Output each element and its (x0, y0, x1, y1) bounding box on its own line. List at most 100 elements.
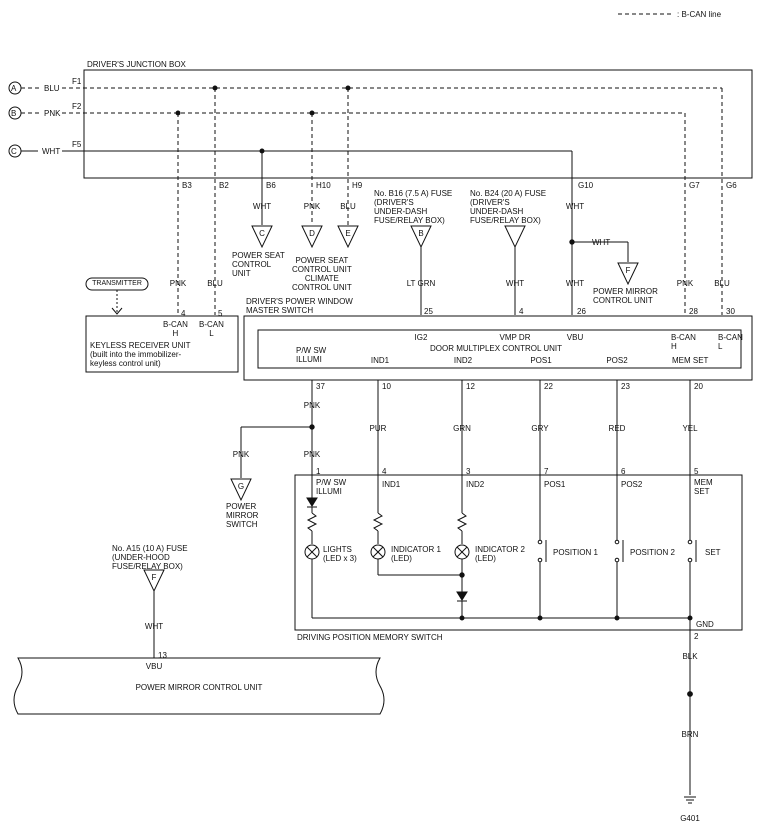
wire-wht-top: WHT (42, 147, 61, 156)
fuse-b24-label: No. B24 (20 A) FUSE (DRIVER'S UNDER-DASH… (470, 189, 547, 225)
ms-pin-23: 23 (621, 382, 630, 391)
wire-blu-b2: BLU (207, 279, 223, 288)
pin-b6: B6 (266, 181, 276, 190)
ms-pin-26: 26 (577, 307, 586, 316)
wire-gry: GRY (531, 424, 549, 433)
ms-pin-4: 4 (519, 307, 524, 316)
ref-g: G (237, 482, 245, 491)
fuse-a15-label: No. A15 (10 A) FUSE (UNDER-HOOD FUSE/REL… (112, 544, 188, 571)
wire-yel: YEL (682, 424, 698, 433)
mem-pos2-label: POSITION 2 (630, 548, 675, 557)
master-switch-title: DRIVER'S POWER WINDOW MASTER SWITCH (246, 297, 353, 315)
wire-grn: GRN (453, 424, 471, 433)
mem-label-ind1: IND1 (382, 480, 401, 489)
ms-label-vmp: VMP DR (499, 333, 531, 342)
ms-label-bcanl: B-CAN L (718, 333, 743, 351)
connector-c-label: C (11, 147, 17, 156)
wire-wht-vmp: WHT (505, 279, 525, 288)
wire-wht-b6: WHT (252, 202, 272, 211)
ms-pin-20: 20 (694, 382, 703, 391)
mirror-unit-pin-13: 13 (158, 651, 167, 660)
wire-blk: BLK (682, 652, 698, 661)
wire-blu-g6: BLU (714, 279, 730, 288)
connector-b-label: B (11, 109, 17, 118)
memory-switch-title: DRIVING POSITION MEMORY SWITCH (297, 633, 443, 642)
door-multiplex-outline (257, 329, 742, 369)
junction-box-title: DRIVER'S JUNCTION BOX (87, 60, 186, 69)
wire-brn: BRN (681, 730, 699, 739)
mem-label-pos2: POS2 (621, 480, 643, 489)
ms-label-vbu: VBU (566, 333, 584, 342)
wire-pur: PUR (369, 424, 387, 433)
mem-pin-5: 5 (694, 467, 699, 476)
power-mirror-unit-outline (13, 657, 385, 715)
wire-pnk-top: PNK (44, 109, 61, 118)
wire-pnk-h10: PNK (303, 202, 321, 211)
ms-pin-37: 37 (316, 382, 325, 391)
legend-label: : B-CAN line (677, 10, 722, 19)
ms-pin-30: 30 (726, 307, 735, 316)
ms-pin-12: 12 (466, 382, 475, 391)
master-switch-outline (243, 315, 753, 381)
fuse-f5: F5 (72, 140, 82, 149)
pin-b2: B2 (219, 181, 229, 190)
wire-pnk-37: PNK (303, 401, 321, 410)
dest-power-seat-climate: POWER SEAT CONTROL UNIT CLIMATE CONTROL … (292, 256, 352, 292)
wire-pnk-g7: PNK (676, 279, 694, 288)
mirror-unit-title: POWER MIRROR CONTROL UNIT (135, 683, 263, 692)
pin-g7: G7 (689, 181, 700, 190)
transmitter-label: TRANSMITTER (92, 280, 142, 287)
ms-pin-22: 22 (544, 382, 553, 391)
ms-pin-10: 10 (382, 382, 391, 391)
wire-pnk-b3: PNK (169, 279, 187, 288)
keyless-bcan-h: B-CAN H (163, 320, 188, 338)
dest-power-mirror-switch: POWER MIRROR SWITCH (226, 502, 259, 529)
wire-red: RED (608, 424, 626, 433)
mem-pos1-label: POSITION 1 (553, 548, 598, 557)
wire-wht-vbu: WHT (565, 279, 585, 288)
wire-lt-grn: LT GRN (406, 279, 436, 288)
mem-label-pw: P/W SW ILLUMI (316, 478, 347, 496)
ms-label-ind2: IND2 (453, 356, 473, 365)
memory-switch-outline (294, 474, 743, 631)
ms-label-pw: P/W SW ILLUMI (296, 346, 327, 364)
keyless-bcan-l: B-CAN L (199, 320, 224, 338)
ref-c: C (259, 229, 265, 238)
ms-label-pos2: POS2 (606, 356, 628, 365)
ms-label-ind1: IND1 (370, 356, 390, 365)
dest-power-mirror-cu: POWER MIRROR CONTROL UNIT (593, 287, 658, 305)
mem-pin-3: 3 (466, 467, 471, 476)
ms-label-mem: MEM SET (672, 356, 709, 365)
ref-b: B (418, 229, 424, 238)
wire-wht-13: WHT (144, 622, 164, 631)
mem-lights-label: LIGHTS (LED x 3) (323, 545, 357, 563)
ms-label-pos1: POS1 (530, 356, 552, 365)
ref-f: F (625, 266, 631, 275)
pin-h9: H9 (352, 181, 363, 190)
pin-g6: G6 (726, 181, 737, 190)
mem-label-gnd: GND (696, 620, 714, 629)
keyless-title: KEYLESS RECEIVER UNIT (built into the im… (90, 341, 191, 368)
ref-e: E (345, 229, 351, 238)
fuse-f2: F2 (72, 102, 82, 111)
wire-wht-g10: WHT (565, 202, 585, 211)
mem-pin-4: 4 (382, 467, 387, 476)
ms-pin-28: 28 (689, 307, 698, 316)
mem-pin-2: 2 (694, 632, 699, 641)
wire-blu-top: BLU (44, 84, 60, 93)
junction-box-outline (83, 69, 753, 179)
mirror-unit-vbu: VBU (145, 662, 163, 671)
fuse-b16-label: No. B16 (7.5 A) FUSE (DRIVER'S UNDER-DAS… (374, 189, 453, 225)
keyless-receiver-outline (85, 315, 239, 373)
mem-pin-1: 1 (316, 467, 321, 476)
door-multiplex-title: DOOR MULTIPLEX CONTROL UNIT (430, 344, 563, 353)
ms-pin-25: 25 (424, 307, 433, 316)
ms-label-ig2: IG2 (414, 333, 428, 342)
wire-wht-branch: WHT (592, 238, 611, 247)
mem-label-pos1: POS1 (544, 480, 566, 489)
keyless-pin-4: 4 (181, 309, 186, 318)
wire-blu-h9: BLU (340, 202, 356, 211)
mem-label-mem: MEM SET (694, 478, 713, 496)
pin-b3: B3 (182, 181, 192, 190)
